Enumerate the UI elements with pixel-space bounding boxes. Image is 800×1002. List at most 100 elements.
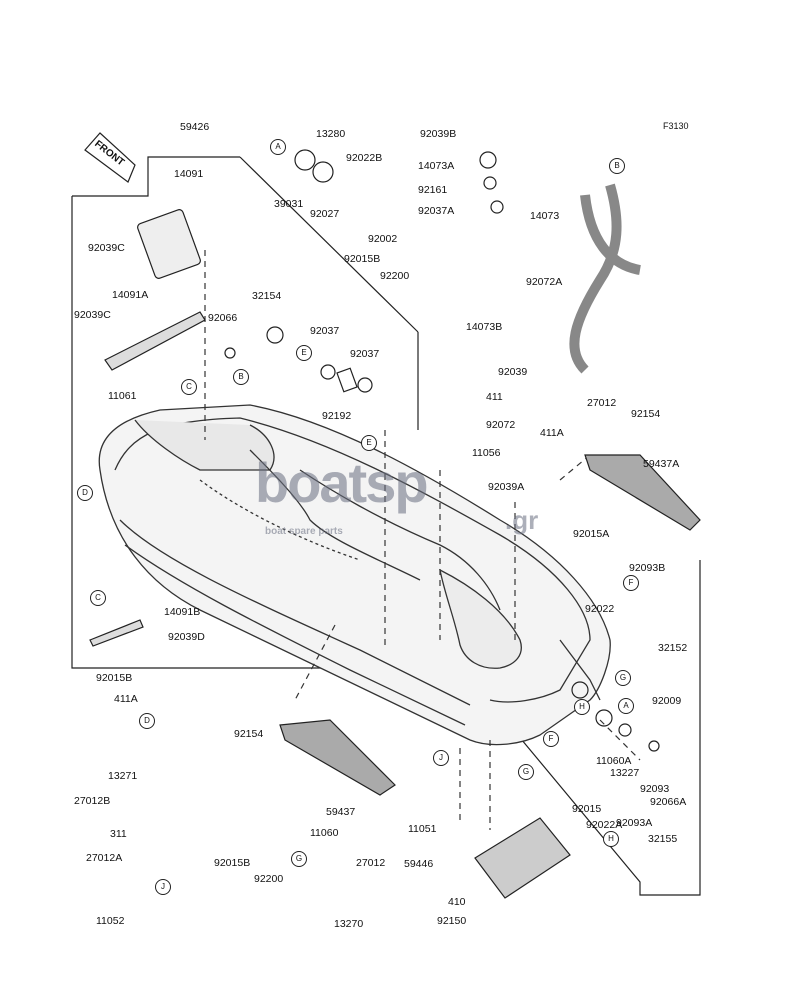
hull — [98, 404, 611, 746]
part-number-label: 92093 — [640, 783, 670, 795]
part-number-label: 92022B — [346, 152, 383, 164]
callout-g: G — [518, 764, 534, 780]
callout-j: J — [155, 879, 171, 895]
callout-b: B — [233, 369, 249, 385]
part-number-label: 311 — [110, 828, 127, 840]
part-number-label: 14091B — [164, 606, 201, 618]
callout-b: B — [609, 158, 625, 174]
part-number-label: 92161 — [418, 184, 448, 196]
frame-outline — [71, 196, 701, 896]
hose-14073 — [569, 183, 642, 374]
part-number-label: 39031 — [274, 198, 304, 210]
part-number-label: 32155 — [648, 833, 678, 845]
part-number-label: 14073 — [530, 210, 560, 222]
part-number-label: 92009 — [652, 695, 682, 707]
part-number-label: 92039D — [168, 631, 205, 643]
part-number-label: 14091 — [174, 168, 204, 180]
part-number-label: 92039B — [420, 128, 457, 140]
part-number-label: 14073A — [418, 160, 455, 172]
pad-59437A — [584, 454, 701, 531]
callout-d: D — [77, 485, 93, 501]
watermark-main: boatsp — [255, 451, 429, 514]
callout-e: E — [361, 435, 377, 451]
part-number-label: 92037A — [418, 205, 455, 217]
part-number-label: 13271 — [108, 770, 138, 782]
plate-14091B — [89, 619, 144, 647]
callout-c: C — [181, 379, 197, 395]
part-number-label: 92039C — [74, 309, 111, 321]
part-number-label: 27012 — [587, 397, 617, 409]
figure-code: F3130 — [663, 121, 689, 131]
part-number-label: 411 — [486, 391, 503, 403]
part-number-label: 59437 — [326, 806, 356, 818]
watermark-suffix: .gr — [505, 505, 539, 535]
callout-h: H — [574, 699, 590, 715]
part-number-label: 92037 — [310, 325, 340, 337]
part-number-label: 410 — [448, 896, 466, 908]
part-number-label: 11060 — [310, 827, 339, 839]
part-number-label: 11051 — [408, 823, 437, 835]
part-number-label: 27012A — [86, 852, 123, 864]
part-number-label: 92022A — [586, 819, 623, 831]
callout-a: A — [618, 698, 634, 714]
part-number-label: 92015B — [96, 672, 133, 684]
part-number-label: 13227 — [610, 767, 640, 779]
plate-14091 — [137, 209, 201, 279]
part-number-label: 13280 — [316, 128, 346, 140]
part-number-label: 92200 — [380, 270, 410, 282]
part-number-label: 11061 — [108, 390, 137, 402]
part-number-label: 92039A — [488, 481, 525, 493]
part-number-label: 92150 — [437, 915, 467, 927]
part-number-label: 92192 — [322, 410, 352, 422]
part-number-label: 92015 — [572, 803, 602, 815]
callout-f: F — [623, 575, 639, 591]
callout-f: F — [543, 731, 559, 747]
part-number-label: 14091A — [112, 289, 149, 301]
grate-59446 — [474, 817, 571, 899]
callout-g: G — [291, 851, 307, 867]
callout-c: C — [90, 590, 106, 606]
part-number-label: 13270 — [334, 918, 364, 930]
callout-g: G — [615, 670, 631, 686]
part-number-label: 92066A — [650, 796, 687, 808]
part-number-label: 27012 — [356, 857, 386, 869]
pad-59437 — [279, 719, 396, 796]
part-number-label: 11056 — [472, 447, 501, 459]
callout-a: A — [270, 139, 286, 155]
callout-d: D — [139, 713, 155, 729]
part-number-label: 92093B — [629, 562, 666, 574]
part-number-label: 92015B — [344, 253, 381, 265]
part-number-label: 92002 — [368, 233, 398, 245]
part-number-label: 92200 — [254, 873, 284, 885]
part-number-label: 411A — [540, 427, 564, 439]
part-number-label: 92039C — [88, 242, 125, 254]
part-number-label: 27012B — [74, 795, 111, 807]
part-number-label: 92072A — [526, 276, 563, 288]
part-number-label: 92154 — [631, 408, 661, 420]
part-number-label: 92039 — [498, 366, 528, 378]
part-number-label: 92027 — [310, 208, 340, 220]
part-number-label: 32152 — [658, 642, 688, 654]
part-number-label: 92066 — [208, 312, 238, 324]
callout-e: E — [296, 345, 312, 361]
cover-14091A — [104, 311, 206, 371]
part-number-label: 92072 — [486, 419, 516, 431]
frame-top — [72, 156, 240, 197]
part-number-label: 92015A — [573, 528, 610, 540]
part-number-label: 92015B — [214, 857, 251, 869]
part-number-label: 92022 — [585, 603, 615, 615]
callout-h: H — [603, 831, 619, 847]
part-number-label: 11052 — [96, 915, 125, 927]
watermark-sub: boat spare parts — [265, 526, 343, 537]
part-number-label: 59446 — [404, 858, 434, 870]
front-arrow — [84, 132, 136, 183]
part-number-label: 32154 — [252, 290, 282, 302]
part-number-label: 59437A — [643, 458, 680, 470]
part-number-label: 92093A — [616, 817, 653, 829]
part-number-label: 11060A — [596, 755, 632, 767]
part-number-label: 92154 — [234, 728, 264, 740]
callout-j: J — [433, 750, 449, 766]
part-number-label: 92037 — [350, 348, 380, 360]
